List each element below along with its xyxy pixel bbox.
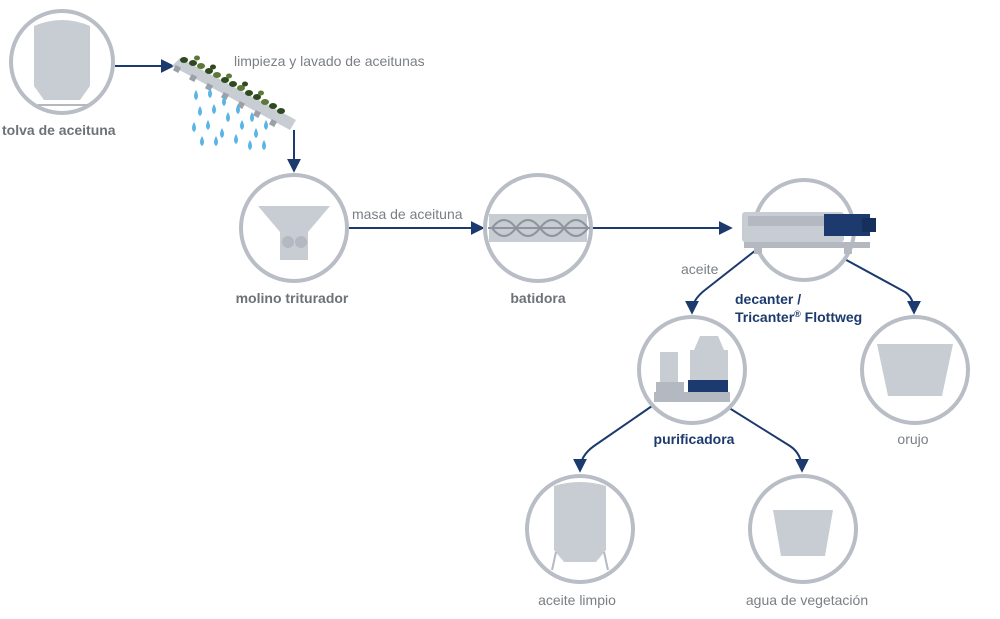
- tank-icon: [551, 482, 609, 571]
- agua-label: agua de vegetación: [746, 592, 868, 608]
- arrow-purificadora-to-aceite: [573, 405, 653, 473]
- aceite-flow-label: aceite: [681, 261, 719, 277]
- conveyor-icon: [172, 58, 296, 130]
- flow-arrows: [115, 59, 921, 473]
- arrow-decanter-to-purificadora: [685, 249, 757, 315]
- arrow-decanter-to-orujo: [827, 249, 921, 315]
- decanter-label: decanter /: [735, 291, 801, 307]
- container-icon: [877, 344, 953, 396]
- olives-icon: [180, 55, 285, 114]
- aceite-limpio-node: aceite limpio: [525, 474, 635, 608]
- molino-label: molino triturador: [236, 290, 349, 306]
- batidora-label: batidora: [510, 290, 565, 306]
- limpieza-node: limpieza y lavado de aceitunas: [172, 53, 425, 150]
- aceite-limpio-label: aceite limpio: [538, 592, 616, 608]
- molino-node: molino triturador: [236, 173, 349, 306]
- mill-funnel-icon: [258, 206, 330, 232]
- tolva-node: tolva de aceituna: [2, 9, 116, 138]
- decanter-machine-icon: [742, 212, 876, 254]
- arrow-purificadora-to-agua: [725, 405, 809, 473]
- separator-icon: [654, 336, 730, 402]
- decanter-label-brand: Tricanter® Flottweg: [735, 309, 862, 325]
- masa-flow-label: masa de aceituna: [352, 206, 463, 222]
- orujo-node: orujo: [860, 315, 970, 447]
- orujo-label: orujo: [897, 431, 928, 447]
- decanter-node: decanter / Tricanter® Flottweg: [735, 178, 876, 325]
- water-drops-icon: [192, 88, 268, 150]
- hopper-icon: [34, 20, 90, 100]
- mill-roller-icon: [282, 236, 294, 248]
- purificadora-node: purificadora: [637, 315, 747, 447]
- tolva-label: tolva de aceituna: [2, 122, 116, 138]
- batidora-node: batidora: [483, 173, 593, 306]
- limpieza-label: limpieza y lavado de aceitunas: [234, 53, 425, 69]
- container-icon: [773, 510, 833, 556]
- agua-node: agua de vegetación: [746, 474, 868, 608]
- purificadora-label: purificadora: [654, 431, 735, 447]
